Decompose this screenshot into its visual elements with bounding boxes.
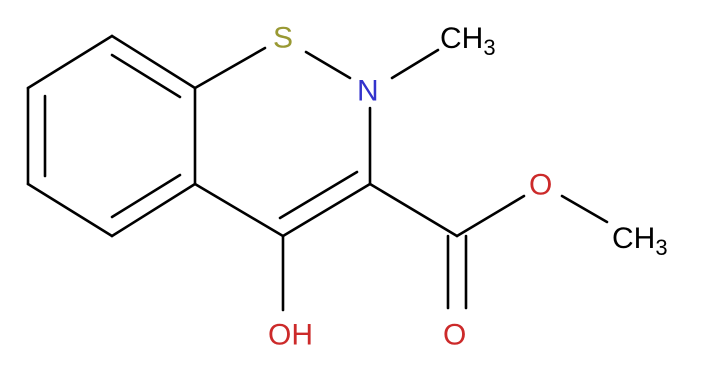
- bond-n-ch3: [390, 48, 440, 80]
- bond-c3-c4-b: [278, 170, 359, 220]
- atom-ch3-n: CH3: [440, 22, 496, 60]
- atom-oh: OH: [268, 319, 313, 352]
- atom-ch3-n-sub: 3: [483, 35, 495, 60]
- bond-oester-ch3: [560, 194, 609, 224]
- atom-ch3-o: CH3: [612, 222, 668, 260]
- atom-s: S: [273, 22, 293, 55]
- bond-c3-c4: [110, 182, 197, 238]
- atom-ch3-o-main: CH: [612, 222, 655, 255]
- bond-c2-s: [193, 46, 267, 90]
- bond-c6-c1: [26, 34, 114, 90]
- bond-c4-c5: [26, 182, 114, 238]
- atom-o-carbonyl: O: [443, 319, 466, 352]
- bond-c1-c2: [110, 34, 197, 90]
- bond-inner-c1-c2: [110, 53, 182, 99]
- bond-inner-c3-c4: [110, 173, 182, 219]
- bond-s-n: [304, 50, 352, 80]
- bond-c4-c3ring: [193, 182, 285, 238]
- bond-cester-oester: [455, 194, 526, 238]
- bond-c3-c4-a: [281, 182, 372, 238]
- atom-ch3-o-sub: 3: [655, 235, 667, 260]
- atom-n: N: [357, 75, 379, 108]
- bond-c3-cester: [368, 182, 459, 238]
- bonds: [26, 34, 609, 312]
- atom-ch3-n-main: CH: [440, 22, 483, 55]
- atom-o-ester: O: [529, 169, 552, 202]
